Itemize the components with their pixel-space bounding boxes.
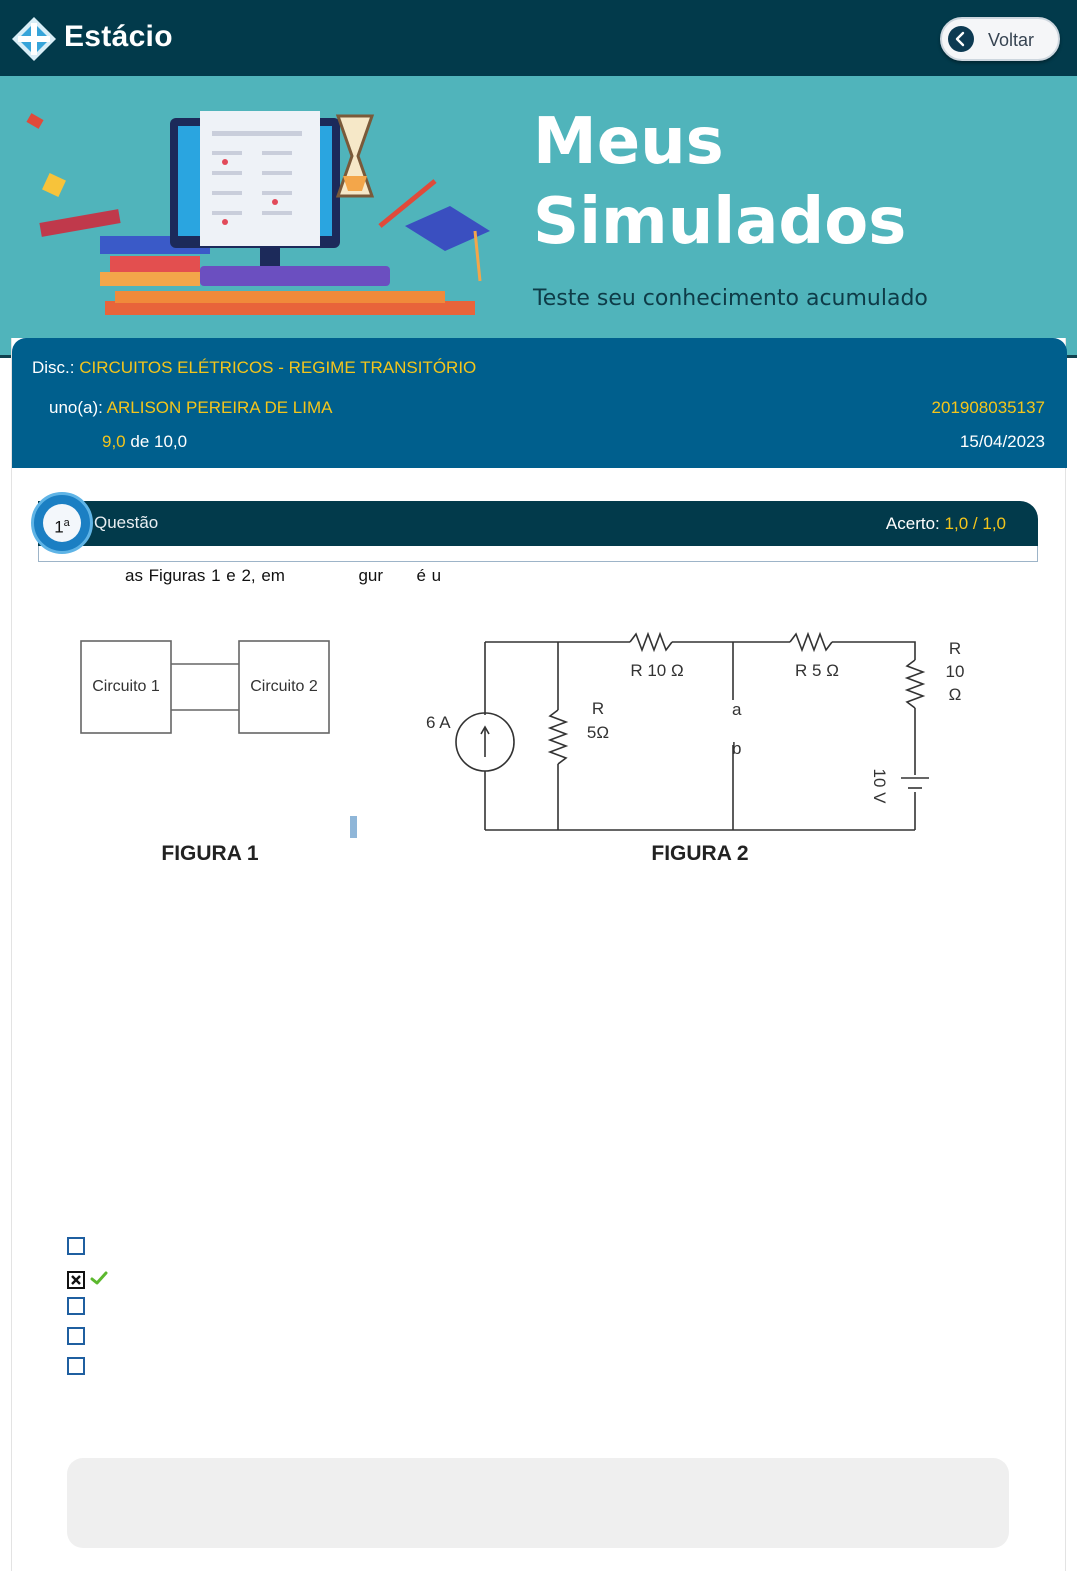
student-label: uno(a): (49, 398, 103, 417)
score-total: 1,0 (982, 514, 1006, 533)
r-right-label-3: Ω (949, 685, 962, 704)
score-label: Acerto: (885, 514, 940, 533)
exam-info-bar: Disc.: CIRCUITOS ELÉTRICOS - REGIME TRAN… (12, 338, 1067, 468)
current-source-label: 6 A (426, 713, 451, 732)
feedback-box (67, 1458, 1009, 1548)
figure-1: Circuito 1 Circuito 2 FIGURA 1 (80, 640, 357, 865)
r-top2-label: R 5 Ω (795, 661, 839, 680)
question-header-underline (38, 546, 1038, 562)
fig1-caption: FIGURA 1 (161, 842, 259, 865)
question-text-part1: as Figuras 1 e 2, em (125, 566, 285, 585)
r-left-label-2: 5Ω (587, 723, 609, 742)
option-c-checkbox[interactable] (67, 1297, 85, 1315)
question-text-part3: é u (416, 566, 442, 585)
back-button-label: Voltar (988, 30, 1035, 50)
page-subtitle: Teste seu conhecimento acumulado (533, 286, 928, 311)
question-number-badge: 1a (31, 492, 93, 554)
question-label: Questão (94, 513, 159, 532)
question-score: Acerto: 1,0 / 1,0 (886, 514, 1006, 534)
question-number-value: 1 (54, 517, 64, 537)
page-title-line2: Simulados (533, 185, 907, 259)
x-mark-icon (71, 1275, 81, 1285)
back-button[interactable]: Voltar (940, 17, 1060, 61)
question-header: Questão Acerto: 1,0 / 1,0 (38, 501, 1038, 546)
hero-banner: Meus Simulados Teste seu conhecimento ac… (0, 76, 1077, 358)
fig2-caption: FIGURA 2 (651, 842, 748, 865)
voltage-source-label: 10 V (870, 769, 889, 805)
r-right-label-1: R (949, 639, 961, 658)
page-title: Meus Simulados (533, 102, 906, 262)
exam-date: 15/04/2023 (959, 432, 1045, 451)
option-b-checkbox[interactable] (67, 1271, 85, 1289)
score-value: 1,0 (944, 514, 969, 533)
r-left-label-1: R (592, 699, 604, 718)
option-a-checkbox[interactable] (67, 1237, 85, 1255)
page-title-line1: Meus (533, 105, 724, 179)
discipline-label: Disc.: (32, 358, 75, 377)
option-e-checkbox[interactable] (67, 1357, 85, 1375)
student-row: uno(a): ARLISON PEREIRA DE LIMA (49, 398, 332, 418)
figure-2-labels: R 10 Ω R 5 Ω R 10 Ω R 5Ω 6 A a b 10 V FI… (426, 639, 964, 865)
node-a-label: a (732, 700, 742, 719)
question-text: as Figuras 1 e 2, em gur é u (125, 566, 441, 586)
r-top1-label: R 10 Ω (630, 661, 683, 680)
discipline-value: CIRCUITOS ELÉTRICOS - REGIME TRANSITÓRIO (79, 358, 477, 377)
fig1-box1-label: Circuito 1 (92, 678, 160, 695)
enrollment-number: 201908035137 (931, 398, 1045, 417)
discipline-row: Disc.: CIRCUITOS ELÉTRICOS - REGIME TRAN… (32, 358, 476, 378)
correct-check-icon (90, 1271, 108, 1285)
option-d-checkbox[interactable] (67, 1327, 85, 1345)
circuit-figures: Circuito 1 Circuito 2 FIGURA 1 R 10 Ω R … (80, 631, 964, 865)
score-separator: / (972, 514, 978, 533)
grade-total: de 10,0 (130, 432, 188, 451)
grade-value: 9,0 (102, 432, 126, 451)
top-bar: Estácio Voltar (0, 0, 1077, 76)
grade-row: 9,0 de 10,0 (102, 432, 187, 452)
logo-text: Estácio (64, 20, 173, 53)
node-b-label: b (732, 739, 741, 758)
question-number: 1a (43, 504, 81, 542)
study-illustration-icon (26, 111, 490, 315)
r-right-label-2: 10 (946, 662, 965, 681)
student-value: ARLISON PEREIRA DE LIMA (106, 398, 333, 417)
question-text-part2: gur (358, 566, 384, 585)
chevron-left-icon (948, 26, 974, 52)
estacio-logo-icon (12, 17, 56, 61)
question-number-sup: a (63, 517, 70, 529)
fig1-box2-label: Circuito 2 (250, 678, 318, 695)
figure-2 (455, 631, 929, 831)
